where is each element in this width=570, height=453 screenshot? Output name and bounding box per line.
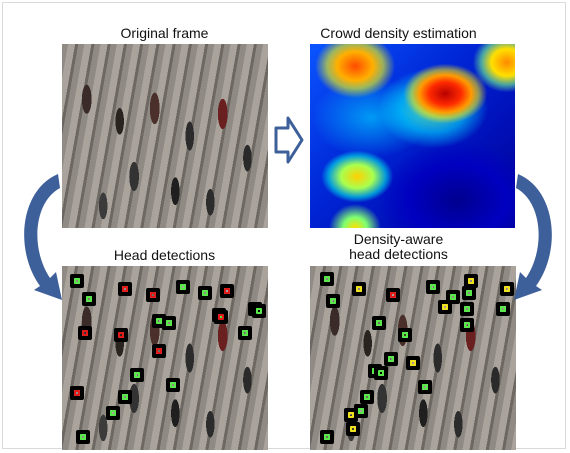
aware-detection-green-box (460, 318, 474, 332)
aware-detection-yellow-box (500, 282, 514, 296)
head-detection-red-box (118, 282, 132, 296)
head-detection-red-box (114, 328, 128, 342)
head-detection-green-box (198, 286, 212, 300)
head-detection-red-box (214, 310, 228, 324)
figure-frame (2, 2, 566, 449)
title-aware: Density-aware head detections (349, 231, 448, 262)
head-detection-green-box (166, 378, 180, 392)
head-detection-red-box (70, 386, 84, 400)
title-original: Original frame (120, 25, 209, 41)
aware-detection-green-box (320, 430, 334, 444)
head-detection-green-box (106, 406, 120, 420)
aware-detection-yellow-box (464, 274, 478, 288)
aware-detection-green-box (360, 390, 374, 404)
aware-detection-yellow-box (352, 282, 366, 296)
aware-detection-green-box (372, 316, 386, 330)
head-detections-image (62, 266, 268, 450)
original-frame-image (62, 44, 268, 228)
aware-detection-yellow-box (344, 408, 358, 422)
aware-detection-red-box (386, 288, 400, 302)
head-detection-green-box (238, 326, 252, 340)
head-detection-green-box (162, 316, 176, 330)
aware-detection-green-box (384, 352, 398, 366)
aware-detection-green-box (496, 302, 510, 316)
aware-detection-green-box (426, 280, 440, 294)
aware-detection-green-box (374, 366, 388, 380)
head-detection-green-box (76, 430, 90, 444)
aware-detection-green-box (326, 294, 340, 308)
head-detection-green-box (176, 280, 190, 294)
head-detection-green-box (70, 274, 84, 288)
aware-detection-green-box (418, 380, 432, 394)
aware-detection-yellow-box (438, 300, 452, 314)
aware-detection-green-box (320, 272, 334, 286)
head-detection-red-box (152, 344, 166, 358)
density-aware-detections-image (310, 266, 516, 450)
head-detection-red-box (146, 288, 160, 302)
title-density: Crowd density estimation (320, 25, 477, 41)
density-heatmap (310, 44, 515, 228)
aware-detection-yellow-box (346, 422, 360, 436)
head-detection-red-box (78, 326, 92, 340)
aware-detection-green-box (460, 302, 474, 316)
head-detection-green-box (82, 292, 96, 306)
head-detection-green-box (130, 368, 144, 382)
head-detection-red-box (220, 284, 234, 298)
aware-detection-yellow-box (406, 356, 420, 370)
aware-detection-green-box (398, 328, 412, 342)
title-head: Head detections (113, 247, 216, 263)
head-detection-green-box (118, 390, 132, 404)
head-detection-green-box (252, 304, 266, 318)
aware-detection-green-box (462, 286, 476, 300)
aware-detection-green-box (446, 290, 460, 304)
